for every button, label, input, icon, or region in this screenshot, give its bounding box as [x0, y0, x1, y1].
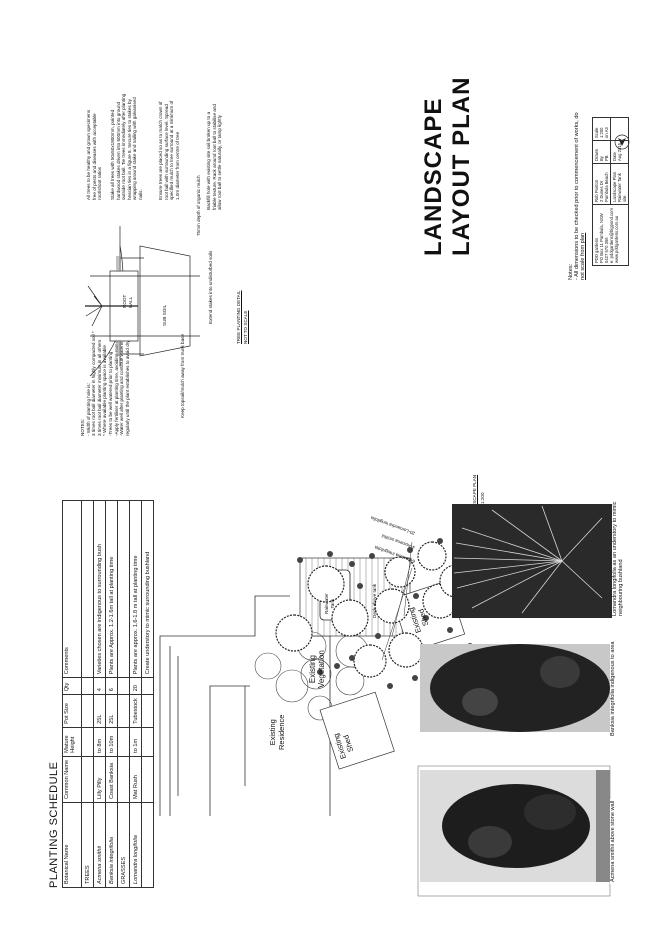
callout-leaders [381, 541, 413, 661]
tree-annotation: All trees to be healthy and grown specim… [86, 109, 103, 200]
tree-annotation: 75mm depth of organic mulch [196, 175, 201, 236]
tree-detail-subtitle: NOT TO SCALE [243, 310, 248, 344]
tree-annotation: Backfill hole with existing site soil br… [206, 104, 223, 210]
north-arrow [614, 134, 630, 150]
date-block: Date Aug 2015 [610, 140, 629, 164]
drawn-by-label: Drawn By [594, 148, 604, 161]
tree-crowns [275, 541, 473, 678]
drawing-sub: Rainwater Tank site [617, 173, 627, 202]
photo-caption-acmena: Acmena smithii above stone wall [610, 798, 616, 884]
company-block: PDD gardens PO Box 11 Pambula, NSW 0427 … [592, 204, 629, 266]
rainwater-tank-label: Rainwater Tank [324, 593, 335, 614]
bottom-notes-line: not scale from plan [580, 232, 586, 280]
tree-detail-drawing [85, 226, 200, 377]
photo-lomandra [452, 504, 612, 618]
scale-size: on A3 [604, 127, 609, 138]
root-ball-label: ROOT BALL [122, 294, 133, 308]
bottom-notes: Notes: - All dimensions to be checked pr… [568, 112, 586, 280]
plan-scale-value: 1:200 [480, 492, 485, 505]
existing-residence-label: Existing Residence [268, 714, 286, 750]
page-title: LANDSCAPE LAYOUT PLAN [420, 76, 475, 256]
north-cell [610, 117, 629, 141]
tree-detail-title: TREE PLANTING DETAIL [236, 290, 241, 344]
tree-annotation: Ensure trees are placed so as to match c… [158, 100, 180, 200]
drawn-by-value: PB [604, 155, 609, 161]
sub-soil-label: SUB SOIL [162, 304, 167, 326]
company-web: www.pddgardens.com.au [614, 215, 619, 263]
photo-caption-banksia: Banksia integrifolia indigenous to area [610, 639, 616, 738]
date-value: Aug 2015 [617, 143, 622, 161]
drawing-block: Landscape Plan Rainwater Tank site [610, 163, 629, 205]
photo-caption-lomandra: Lomandra longifolia as an understory to … [612, 484, 625, 618]
tree-annotation: Extend stakes into undisturbed soils [208, 250, 213, 324]
deck-label: Deck above tank [372, 583, 377, 618]
client-block: Rob Poirton 2 Dunes Dr Pambula Beach [592, 163, 611, 205]
client-address-2: Pambula Beach [604, 172, 609, 202]
tree-annotation: Stake all trees with 50x50x1800mm, point… [110, 93, 143, 200]
scale-block: Scale 1:200 on A3 [592, 117, 611, 141]
drawn-by-block: Drawn By PB [592, 140, 611, 164]
photo-acmena [420, 770, 610, 882]
existing-vegetation-label: Existing Vegetation [308, 650, 326, 688]
photo-banksia [420, 644, 610, 732]
title-block: PDD gardens PO Box 11 Pambula, NSW 0427 … [592, 117, 629, 266]
existing-shed-1 [319, 691, 395, 770]
